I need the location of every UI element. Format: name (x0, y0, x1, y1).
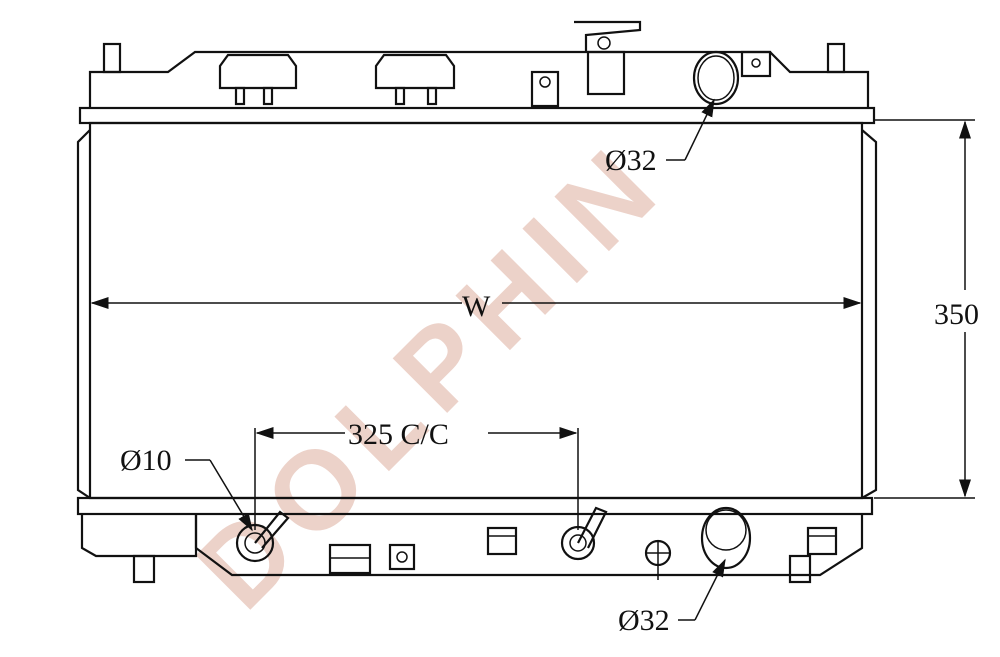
small-port-diameter-label: Ø10 (120, 444, 172, 477)
inlet-diameter-label: Ø32 (605, 144, 657, 177)
height-label: 350 (934, 298, 979, 331)
bottom-tank (76, 496, 874, 584)
center-distance-label: 325 C/C (348, 418, 449, 451)
dimension-height: 350 (874, 119, 979, 499)
dimension-width: W (90, 290, 862, 323)
dimension-center-distance: 325 C/C (254, 418, 579, 530)
callout-outlet: Ø32 (618, 558, 726, 637)
width-label: W (462, 290, 491, 323)
outlet-diameter-label: Ø32 (618, 604, 670, 637)
top-tank (78, 20, 876, 125)
callout-small-port: Ø10 (120, 444, 253, 532)
callout-inlet: Ø32 (605, 98, 715, 177)
watermark: DOLPHIN (174, 118, 688, 632)
